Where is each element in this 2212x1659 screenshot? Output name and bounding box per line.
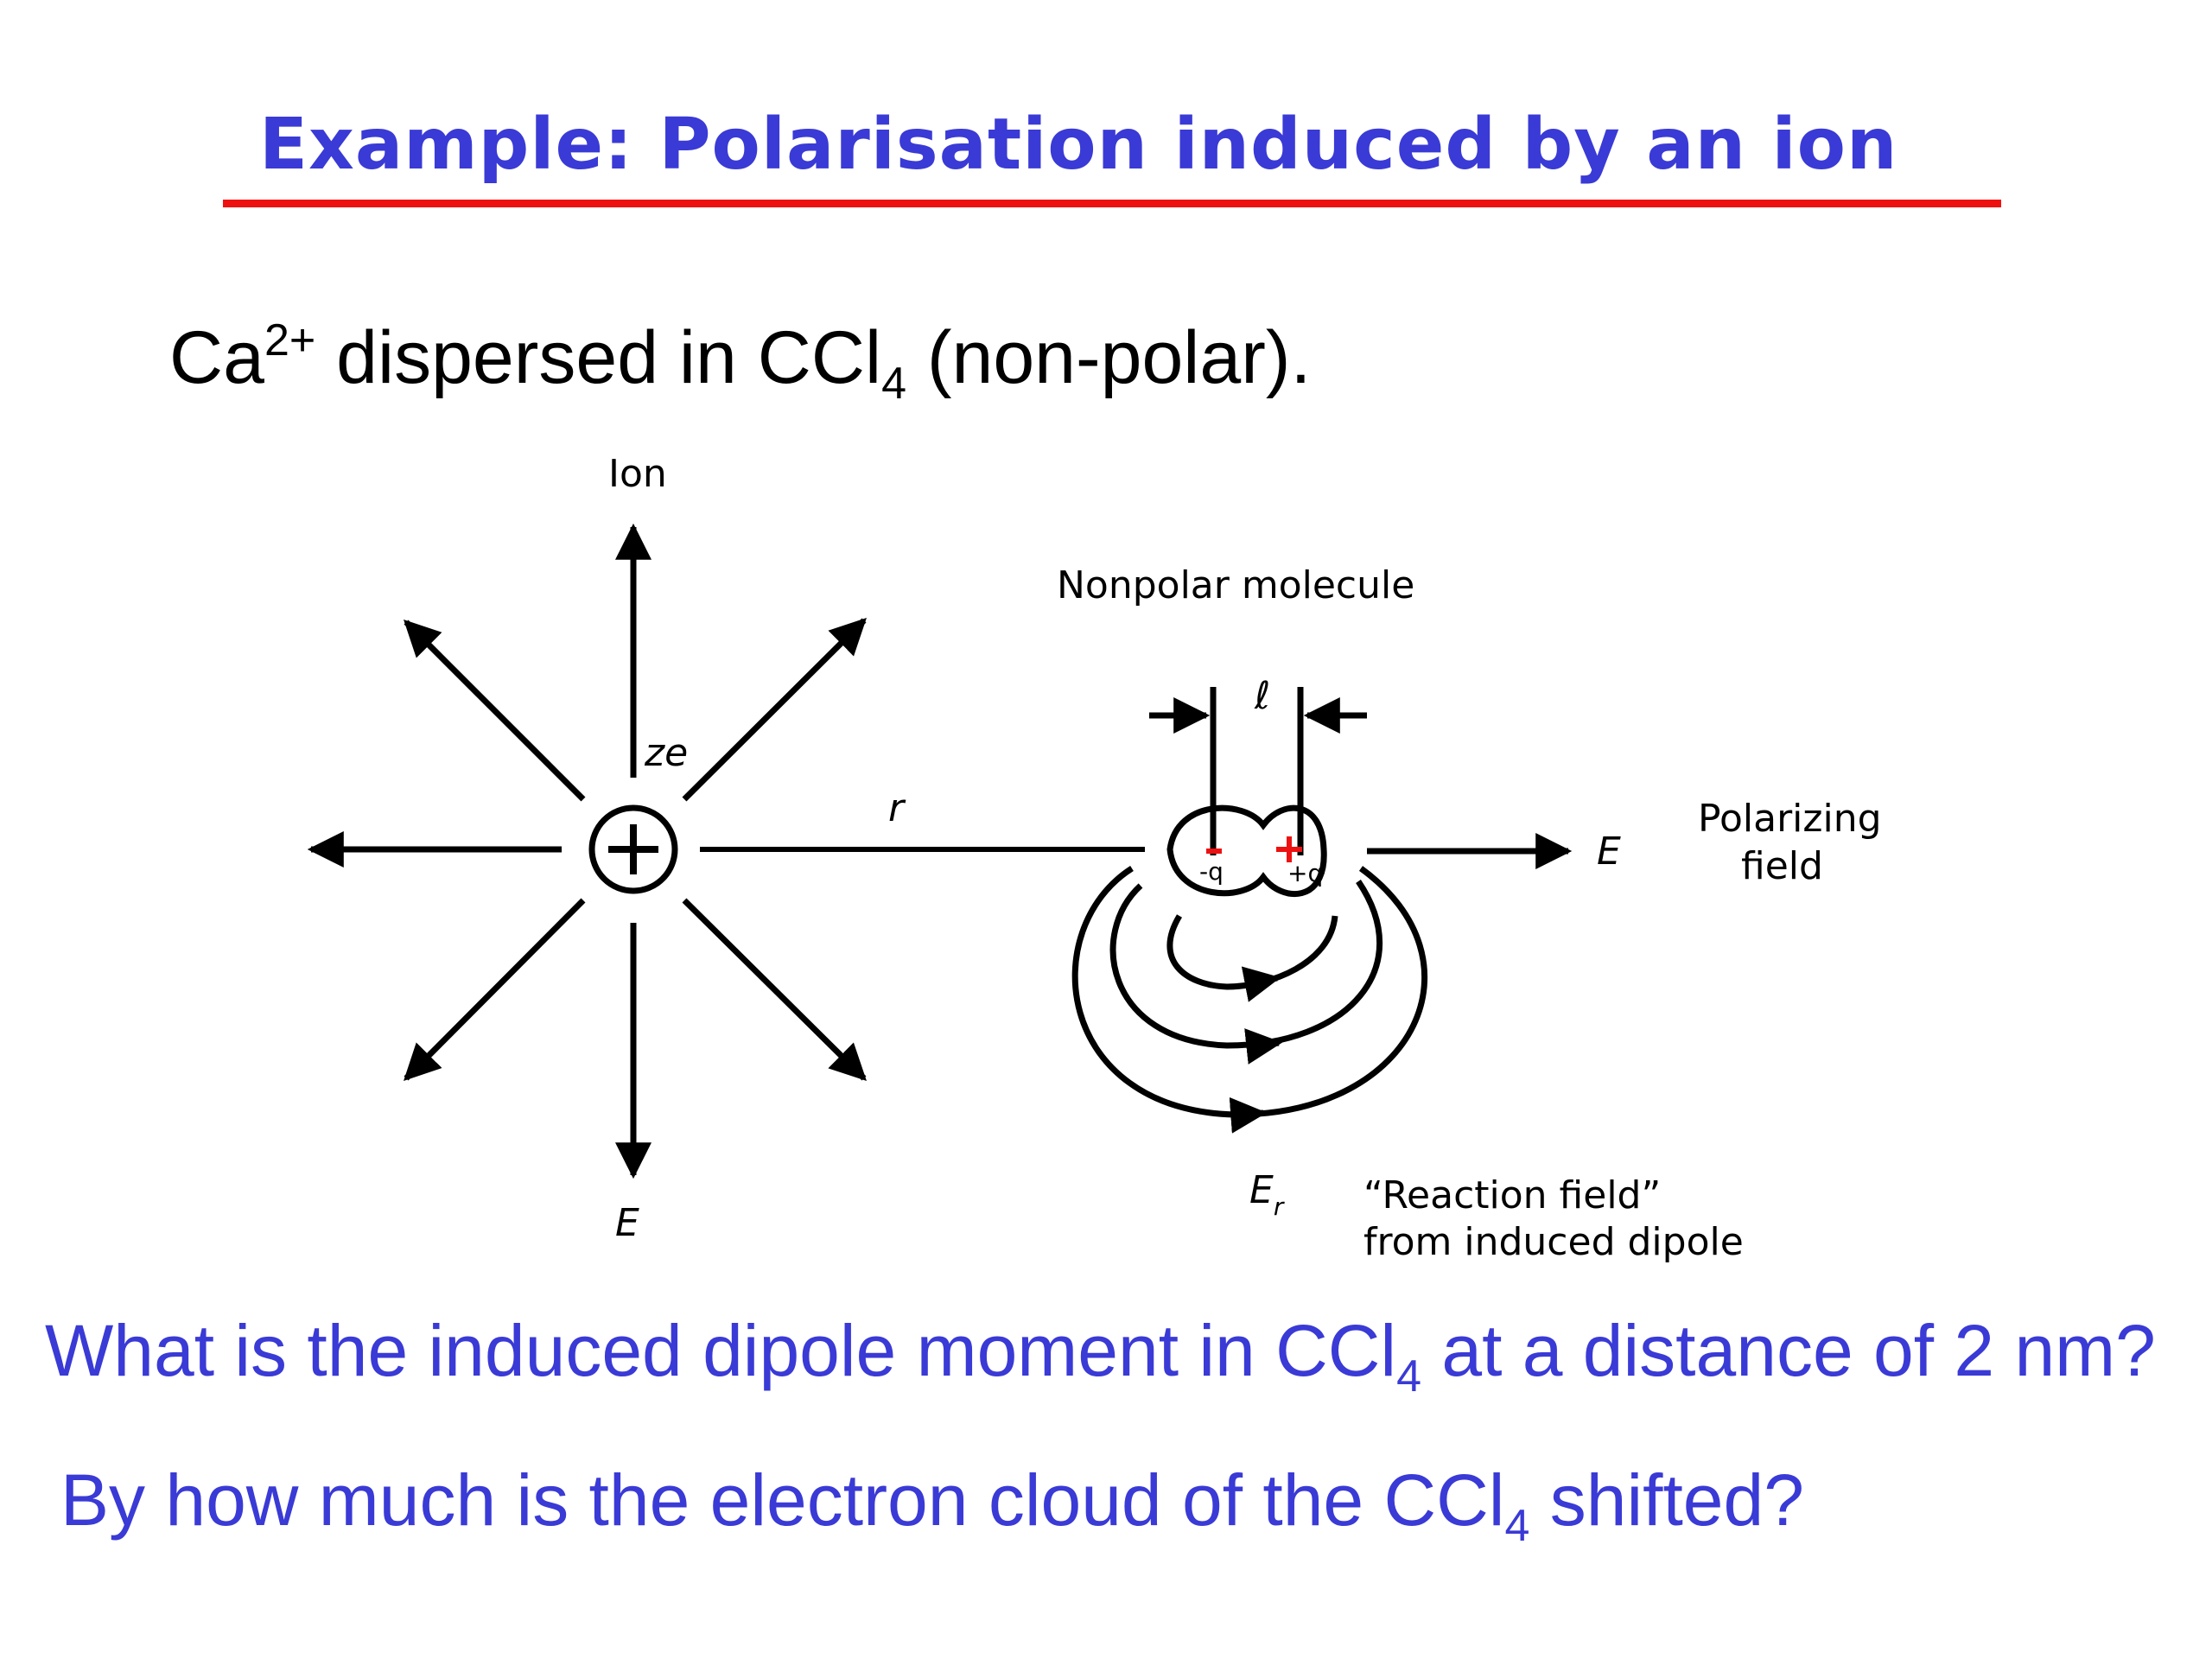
question-electron-shift: By how much is the electron cloud of the…	[60, 1459, 1804, 1548]
setup-tail: (non-polar).	[906, 316, 1312, 399]
arrow-up-left	[404, 620, 586, 802]
ion-field-label: E	[615, 1201, 639, 1245]
q1-end: at a distance of 2 nm?	[1421, 1310, 2156, 1391]
charge-label: ze	[644, 731, 688, 775]
polarizing-label-line1: Polarizing	[1698, 797, 1882, 841]
q1-start: What is the induced dipole moment in CCl	[45, 1310, 1397, 1391]
molecule-title: Nonpolar molecule	[1057, 563, 1414, 607]
pos-charge-label: +q	[1287, 859, 1323, 887]
polarizing-E-label: E	[1597, 830, 1621, 874]
pos-charge-mark	[1276, 836, 1302, 862]
ion-label: Ion	[608, 452, 667, 496]
ion-circle	[588, 804, 678, 894]
title-underline	[223, 200, 2001, 207]
q2-start: By how much is the electron cloud of the…	[60, 1459, 1505, 1541]
distance-label: r	[888, 786, 906, 830]
polarizing-label-line2: field	[1741, 844, 1823, 888]
setup-middle: dispersed in CCl	[315, 316, 882, 399]
neg-charge-label: -q	[1199, 857, 1224, 886]
solvent-subscript: 4	[881, 359, 906, 409]
question-dipole-moment: What is the induced dipole moment in CCl…	[45, 1309, 2156, 1399]
length-label: ℓ	[1254, 674, 1270, 718]
q1-subscript: 4	[1396, 1351, 1422, 1402]
reaction-E-main: E	[1249, 1168, 1274, 1212]
reaction-E-subscript: r	[1274, 1192, 1285, 1221]
reaction-label-line2: from induced dipole	[1363, 1220, 1744, 1264]
ion-field-arrows	[307, 523, 867, 1179]
slide-title: Example: Polarisation induced by an ion	[259, 104, 1898, 186]
reaction-field-loops	[1071, 866, 1428, 1134]
setup-statement: Ca2+ dispersed in CCl4 (non-polar).	[169, 315, 1312, 406]
ion-charge: 2+	[264, 315, 316, 365]
arrow-up-right	[682, 618, 867, 802]
length-marker	[1149, 687, 1367, 855]
arrow-down-right	[682, 898, 867, 1081]
molecule-shape	[1166, 804, 1327, 897]
ion-symbol: Ca	[169, 316, 264, 399]
q2-end: shifted?	[1529, 1459, 1804, 1541]
reaction-E-label: Er	[1249, 1168, 1285, 1221]
reaction-label-line1: “Reaction field”	[1363, 1173, 1661, 1217]
q2-subscript: 4	[1504, 1501, 1530, 1551]
arrow-down-left	[404, 898, 586, 1081]
